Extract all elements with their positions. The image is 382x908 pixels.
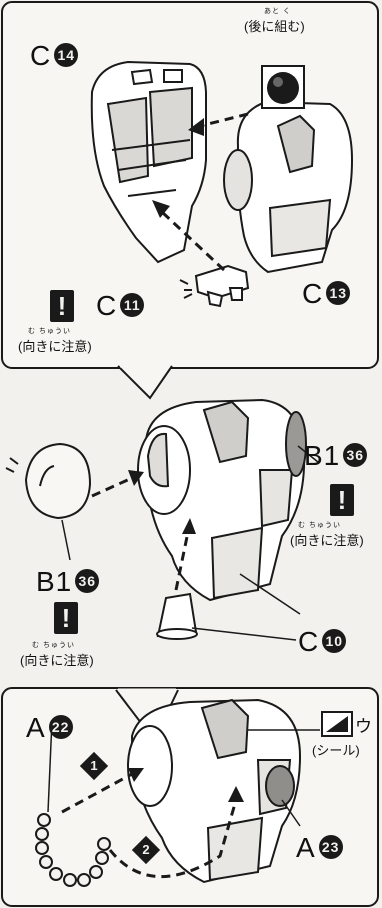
part-number-badge: 23: [318, 834, 343, 859]
part-c11-drawing: [179, 264, 250, 308]
part-number-badge: 36: [75, 568, 100, 593]
caution-ruby: む ちゅうい: [32, 642, 75, 649]
part-letter: A: [296, 832, 316, 863]
part-b136-shield-drawing: [5, 442, 92, 520]
part-number-badge: 13: [326, 280, 351, 305]
part-number-badge: 36: [343, 442, 368, 467]
later-ruby: あと く: [264, 8, 291, 15]
part-c13-drawing: [223, 100, 354, 274]
part-letter: B1: [36, 566, 73, 597]
part-letter: C: [96, 290, 118, 321]
caution-note: (向きに注意): [20, 653, 94, 668]
part-number-badge: 11: [120, 292, 145, 317]
caution-note: (向きに注意): [290, 533, 364, 548]
warning-icon: !: [54, 602, 78, 634]
part-letter: A: [26, 712, 46, 743]
order-badge-icon: 2: [131, 835, 161, 865]
sticker-letter: ウ: [355, 717, 372, 736]
part-letter: C: [30, 40, 52, 71]
sticker-note: (シール): [312, 743, 360, 758]
sticker-icon: [321, 711, 353, 737]
assembly-arrow-icon: [160, 112, 249, 272]
part-c14-drawing: [90, 60, 207, 264]
part-number-badge: 10: [322, 628, 347, 653]
order-number: 1: [90, 758, 98, 773]
order-badge-icon: 1: [79, 751, 109, 781]
order-number: 2: [142, 842, 150, 857]
part-letter: B1: [304, 440, 341, 471]
part-c10-drawing: [156, 592, 198, 640]
part-letter: C: [298, 626, 320, 657]
part-letter: C: [302, 278, 324, 309]
later-note: (後に組む): [244, 19, 305, 34]
caution-ruby: む ちゅうい: [28, 328, 71, 335]
caution-ruby: む ちゅうい: [298, 522, 341, 529]
step3-assembly-drawing: [127, 698, 302, 884]
part-a22-tube-drawing: [35, 813, 111, 887]
warning-icon: !: [50, 290, 74, 322]
part-number-badge: 14: [54, 42, 79, 67]
caution-note: (向きに注意): [18, 339, 92, 354]
deferred-part-drawing: [261, 65, 305, 109]
part-number-badge: 22: [48, 714, 73, 739]
warning-icon: !: [330, 484, 354, 516]
step2-assembly-drawing: [137, 398, 307, 602]
